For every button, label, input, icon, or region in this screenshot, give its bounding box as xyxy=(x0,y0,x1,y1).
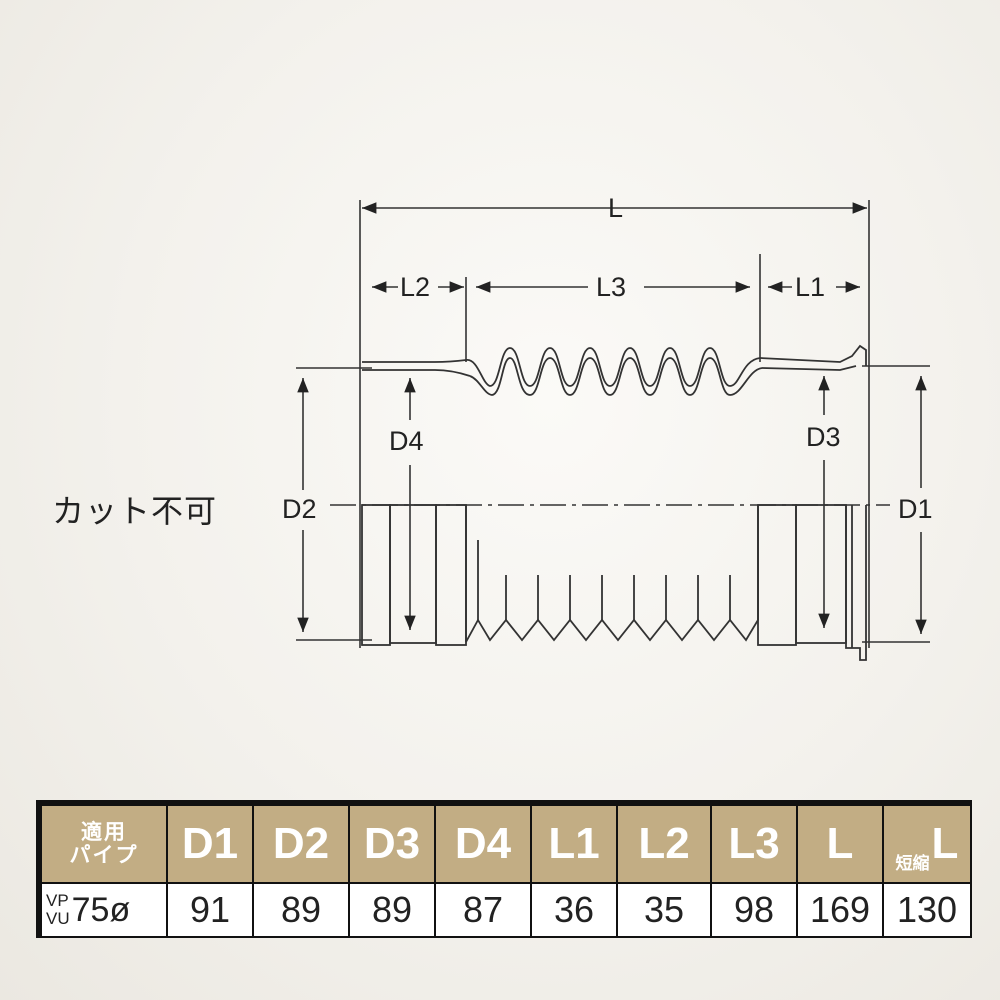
pipe-type-vp: VP xyxy=(46,891,69,910)
header-pipe: 適用 パイプ xyxy=(42,806,166,882)
label-d1: D1 xyxy=(898,494,933,524)
header-d4: D4 xyxy=(436,806,530,882)
header-short-l: 短縮 L xyxy=(884,806,970,882)
label-d4: D4 xyxy=(389,426,424,456)
header-d2: D2 xyxy=(254,806,348,882)
pipe-type: VP VU xyxy=(46,892,70,928)
cell-l1: 36 xyxy=(532,884,616,936)
pipe-section-top xyxy=(362,344,867,396)
pipe-type-vu: VU xyxy=(46,909,70,928)
cell-d2: 89 xyxy=(254,884,348,936)
cell-l3: 98 xyxy=(712,884,796,936)
header-l2: L2 xyxy=(618,806,710,882)
cell-d1: 91 xyxy=(168,884,252,936)
cell-l: 169 xyxy=(798,884,882,936)
pipe-size: 75ø xyxy=(71,890,131,929)
label-l2: L2 xyxy=(400,272,430,302)
label-d2: D2 xyxy=(282,494,317,524)
label-d3: D3 xyxy=(806,422,841,452)
header-pipe-line1: 適用 xyxy=(81,821,127,844)
cell-d3: 89 xyxy=(350,884,434,936)
header-l: L xyxy=(798,806,882,882)
label-l1: L1 xyxy=(795,272,825,302)
cell-d4: 87 xyxy=(436,884,530,936)
header-l1: L1 xyxy=(532,806,616,882)
cell-l2: 35 xyxy=(618,884,710,936)
no-cut-note: カット不可 xyxy=(52,492,218,530)
pipe-outline-bottom xyxy=(361,504,867,661)
header-short-prefix: 短縮 xyxy=(895,854,930,873)
spec-table: 適用 パイプ D1 D2 D3 D4 L1 L2 L3 L 短縮 L VP VU… xyxy=(36,800,972,938)
label-l: L xyxy=(608,193,623,223)
cell-short-l: 130 xyxy=(884,884,970,936)
header-l3: L3 xyxy=(712,806,796,882)
header-short-suffix: L xyxy=(931,819,959,868)
header-d1: D1 xyxy=(168,806,252,882)
header-d3: D3 xyxy=(350,806,434,882)
cell-pipe: VP VU 75ø xyxy=(42,884,166,936)
label-l3: L3 xyxy=(596,272,626,302)
header-pipe-line2: パイプ xyxy=(69,844,139,867)
